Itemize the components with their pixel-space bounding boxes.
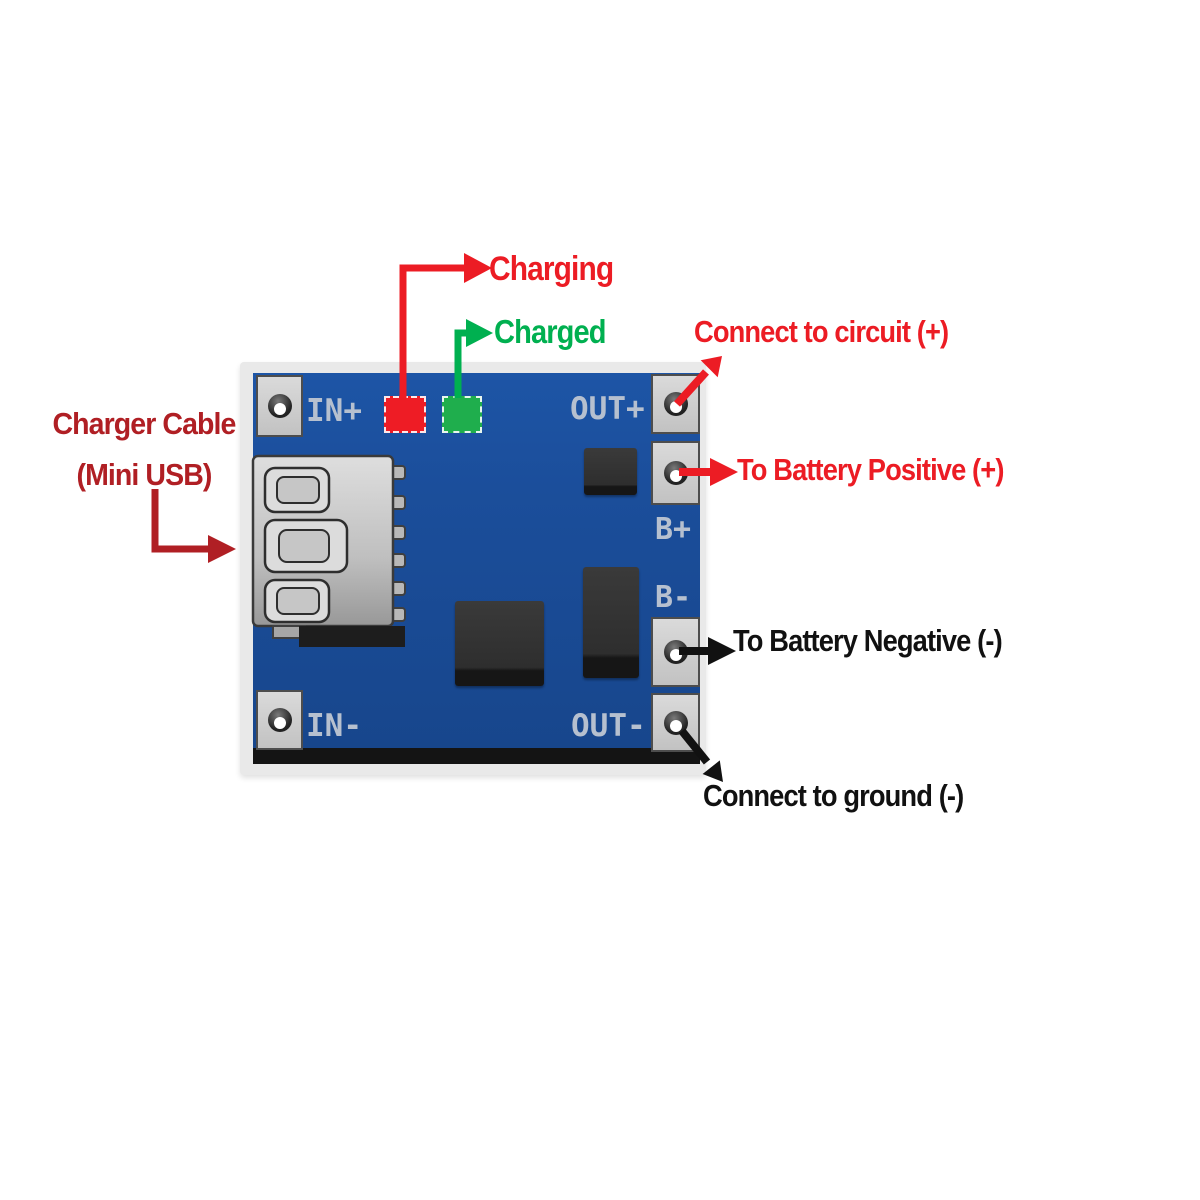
- ic-chip-small: [584, 448, 637, 495]
- battery-negative-label: To Battery Negative (-): [733, 623, 1003, 658]
- silkscreen-in-plus: IN+: [306, 393, 362, 429]
- charger-cable-line2: (Mini USB): [76, 457, 213, 492]
- charging-led-icon: [384, 396, 426, 433]
- silkscreen-in-minus: IN-: [306, 708, 362, 744]
- silkscreen-b-plus: B+: [655, 512, 692, 547]
- pad-b-minus: [651, 617, 700, 687]
- connect-circuit-label: Connect to circuit (+): [694, 314, 949, 349]
- pad-out-minus: [651, 693, 700, 752]
- pad-hole-icon: [663, 710, 688, 735]
- silkscreen-b-minus: B-: [655, 580, 692, 615]
- pad-in-plus: [256, 375, 303, 437]
- charged-label: Charged: [494, 313, 607, 350]
- silkscreen-out-plus: OUT+: [570, 391, 645, 427]
- charger-cable-line1: Charger Cable: [52, 406, 237, 441]
- pad-in-minus: [256, 690, 303, 750]
- charged-led-icon: [442, 396, 482, 433]
- charger-cable-label: Charger Cable (Mini USB): [46, 398, 241, 500]
- ic-chip-main: [455, 601, 544, 686]
- pad-hole-icon: [267, 708, 292, 732]
- charging-label: Charging: [489, 250, 614, 288]
- pad-hole-icon: [663, 461, 688, 485]
- pad-out-plus: [651, 374, 700, 434]
- charger-cable-arrow-icon: [151, 489, 236, 563]
- pcb-bottom-edge: [253, 748, 700, 764]
- pad-hole-icon: [663, 392, 688, 416]
- ic-chip-tall: [583, 567, 639, 678]
- pad-hole-icon: [267, 394, 292, 418]
- silkscreen-out-minus: OUT-: [571, 708, 646, 744]
- battery-positive-label: To Battery Positive (+): [737, 452, 1004, 487]
- connect-ground-label: Connect to ground (-): [703, 778, 964, 813]
- pad-hole-icon: [663, 640, 688, 664]
- pad-b-plus: [651, 441, 700, 505]
